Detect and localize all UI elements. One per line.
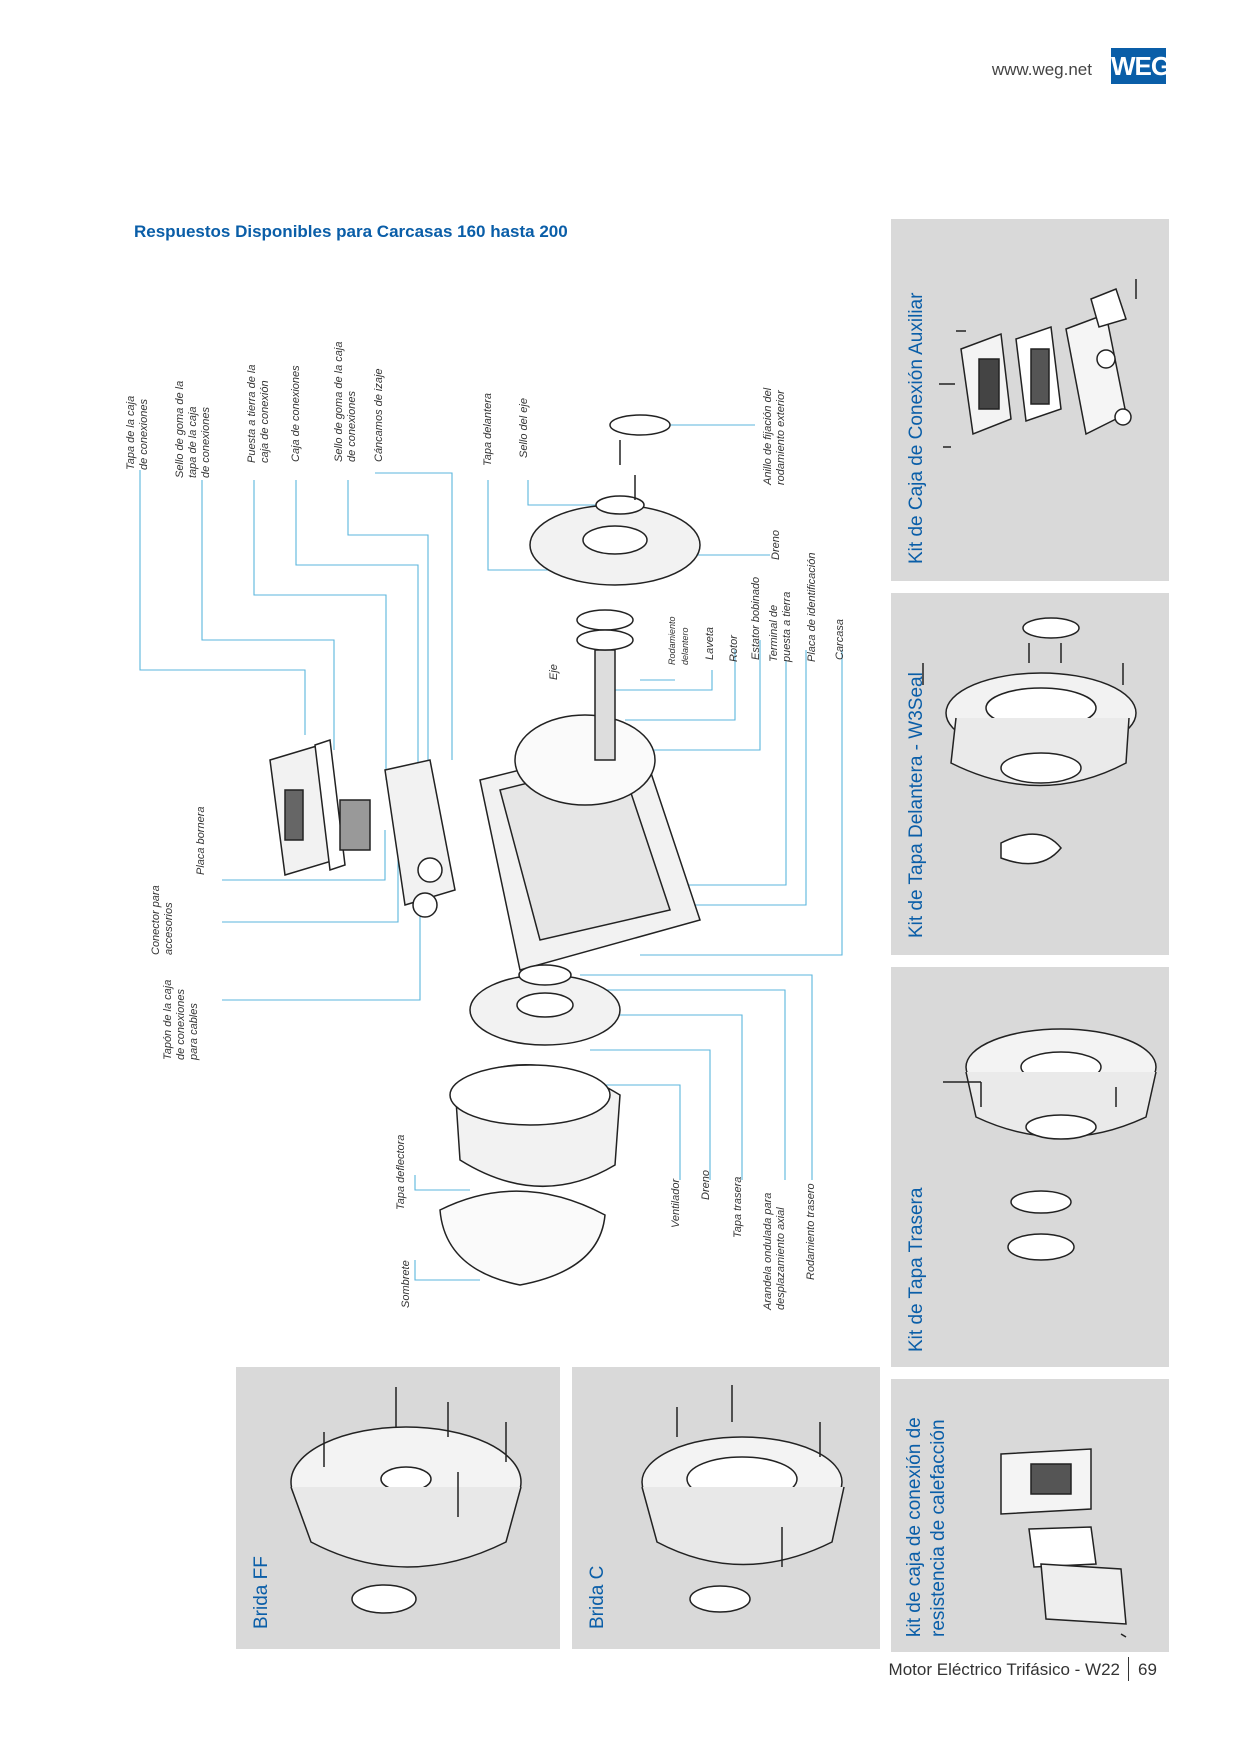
part-label-wound-stator: Estator bobinado bbox=[750, 576, 762, 660]
part-label-terminal-box: Caja de conexiones bbox=[290, 365, 302, 462]
part-label-box-gasket: Sello de goma de la caja de conexiones bbox=[333, 341, 358, 462]
flange-c-drawing bbox=[641, 1385, 845, 1613]
panel-front-cover-kit: Kit de Tapa Delantera - W3Seal bbox=[891, 593, 1169, 955]
part-label-drain-front: Dreno bbox=[770, 530, 782, 560]
part-label-terminal-box-cover: Tapa de la caja de conexiones bbox=[125, 395, 150, 470]
part-label-earth-terminal: Terminal de puesta a tierra bbox=[768, 591, 793, 662]
part-label-fan: Ventilador bbox=[670, 1178, 682, 1228]
part-label-accessory-connector: Conector para accesorios bbox=[150, 885, 175, 955]
part-label-wave-washer: Arandela ondulada para desplazamiento ax… bbox=[762, 1192, 787, 1310]
heater-box-kit-drawing bbox=[1000, 1448, 1127, 1638]
panel-aux-box-kit: Kit de Caja de Conexión Auxiliar bbox=[891, 219, 1169, 581]
part-label-rear-bearing: Rodamiento trasero bbox=[805, 1183, 817, 1280]
part-label-rotor: Rotor bbox=[728, 635, 740, 662]
flange-ff-drawing bbox=[290, 1387, 522, 1614]
panel-flange-ff: Brida FF bbox=[236, 1367, 560, 1649]
footer-title: Motor Eléctrico Trifásico - W22 bbox=[888, 1660, 1120, 1679]
part-label-drain-rear: Dreno bbox=[700, 1170, 712, 1200]
page-number: 69 bbox=[1138, 1660, 1157, 1679]
rear-cover-kit-drawing bbox=[943, 1028, 1157, 1261]
panel-rear-cover-kit: Kit de Tapa Trasera bbox=[891, 967, 1169, 1367]
part-label-shaft: Eje bbox=[548, 664, 560, 680]
weg-logo: WEG bbox=[1111, 48, 1171, 84]
part-label-box-earthing: Puesta a tierra de la caja de conexión bbox=[246, 364, 271, 463]
panel-flange-c: Brida C bbox=[572, 1367, 880, 1649]
footer-separator bbox=[1128, 1657, 1129, 1681]
part-label-rear-cover: Tapa trasera bbox=[732, 1176, 744, 1238]
front-cover-kit-drawing bbox=[922, 617, 1137, 865]
part-label-terminal-block: Placa bornera bbox=[195, 806, 207, 876]
part-label-nameplate: Placa de identificación bbox=[806, 552, 818, 662]
panel-heater-box-kit: kit de caja de conexión de resistencia d… bbox=[891, 1379, 1169, 1652]
part-label-frame: Carcasa bbox=[834, 619, 846, 660]
part-label-drip-cap: Sombrete bbox=[400, 1260, 412, 1308]
part-label-bearing-retaining-ring: Anillo de fijación del rodamiento exteri… bbox=[762, 387, 787, 485]
page-title: Respuestos Disponibles para Carcasas 160… bbox=[134, 222, 568, 241]
website-url[interactable]: www.weg.net bbox=[991, 60, 1092, 79]
part-label-key: Laveta bbox=[704, 626, 716, 660]
part-label-front-cover: Tapa delantera bbox=[482, 393, 494, 466]
aux-box-kit-drawing bbox=[939, 279, 1137, 448]
part-label-cable-plug: Tapón de la caja de conexiones para cabl… bbox=[162, 979, 200, 1060]
part-label-front-bearing: Rodamiento delantero bbox=[667, 616, 690, 665]
part-label-lifting-eyes: Cáncamos de izaje bbox=[373, 368, 385, 462]
part-label-fan-cover: Tapa deflectora bbox=[395, 1134, 407, 1210]
part-label-shaft-seal: Sello del eje bbox=[518, 398, 530, 458]
part-label-cover-gasket: Sello de goma de la tapa de la caja de c… bbox=[174, 380, 212, 478]
